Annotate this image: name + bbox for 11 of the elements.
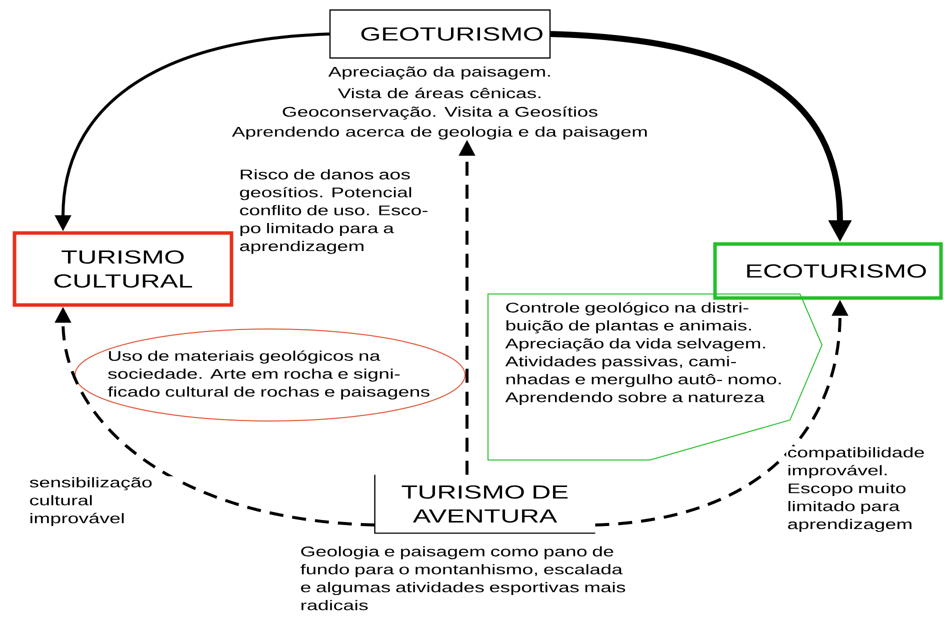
category-box: GEOTURISMO [329, 9, 551, 59]
edge-label: sensibilização cultural improvável [28, 476, 178, 528]
node-description: Geologia e paisagem como pano de fundo para o montanhismo, escalada e algumas atividades esportivas mais radicais [300, 546, 626, 610]
category-box: ECOTURISMO [713, 242, 943, 300]
edge-label: Risco de danos aos geosítios. Potencial conflito de uso. Esco- po limitado para a aprendizagem [238, 168, 440, 255]
node-description: Aprendendo acerca de geologia e da paisagem [232, 126, 647, 140]
node-description: Apreciação da paisagem. [328, 66, 550, 80]
node-description: Geoconservação. Visita a Geosítios [282, 106, 598, 120]
node-description: Vista de áreas cênicas. [338, 88, 540, 98]
category-box: TURISMO CULTURAL [12, 231, 234, 307]
category-box: TURISMO DE AVENTURA [374, 474, 596, 534]
